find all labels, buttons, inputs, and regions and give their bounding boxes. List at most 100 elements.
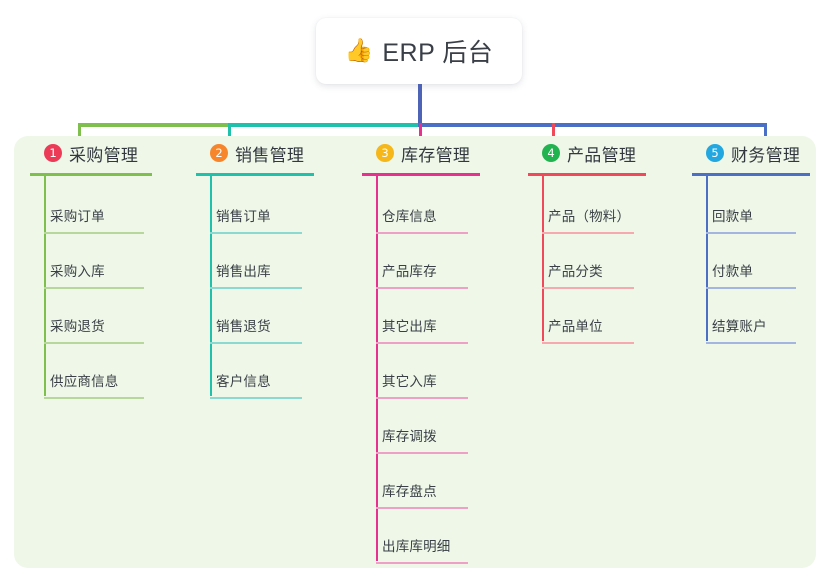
branch-item-label: 产品分类	[548, 264, 603, 279]
branch-item-list: 销售订单销售出库销售退货客户信息	[190, 176, 350, 399]
branch-item-rule	[542, 342, 634, 344]
branch-item-list: 回款单付款单结算账户	[686, 176, 826, 344]
root-trunk-connector	[418, 84, 422, 125]
branch-drop-connector-5	[764, 123, 767, 141]
branch-column-5: 5 财务管理回款单付款单结算账户	[686, 136, 826, 344]
branch-spine	[210, 176, 212, 396]
branch-drop-connector-1	[78, 123, 81, 141]
branch-item-list: 产品（物料） 产品分类产品单位	[522, 176, 682, 344]
branch-item-rule	[376, 397, 468, 399]
branch-item[interactable]: 出库库明细	[356, 509, 516, 564]
branch-item[interactable]: 产品单位	[522, 289, 682, 344]
branch-item[interactable]: 其它入库	[356, 344, 516, 399]
root-node-title: ERP 后台	[382, 39, 494, 67]
branch-item-rule	[542, 287, 634, 289]
branch-header-rule	[528, 173, 646, 176]
branch-spine	[542, 176, 544, 341]
branch-item-label: 客户信息	[216, 374, 271, 389]
branch-item[interactable]: 回款单	[686, 179, 826, 234]
branch-item-label: 其它出库	[382, 319, 437, 334]
branch-number-badge: 5	[706, 144, 724, 162]
branch-item-rule	[706, 287, 796, 289]
branch-title: 产品管理	[567, 145, 637, 165]
branch-item-rule	[210, 342, 302, 344]
branch-spine	[706, 176, 708, 341]
branch-item-label: 销售订单	[216, 209, 271, 224]
branch-item-rule	[44, 287, 144, 289]
thumbs-up-icon: 👍	[344, 36, 374, 63]
branch-item[interactable]: 结算账户	[686, 289, 826, 344]
branch-item[interactable]: 客户信息	[190, 344, 350, 399]
branch-item[interactable]: 采购订单	[24, 179, 184, 234]
branch-item-label: 产品（物料）	[548, 209, 631, 224]
branch-item[interactable]: 仓库信息	[356, 179, 516, 234]
branch-number-badge: 4	[542, 144, 560, 162]
branch-item[interactable]: 库存调拨	[356, 399, 516, 454]
branch-header-3[interactable]: 3 库存管理	[356, 136, 516, 170]
branch-column-3: 3 库存管理仓库信息产品库存其它出库其它入库库存调拨库存盘点出库库明细	[356, 136, 516, 564]
branch-item[interactable]: 销售退货	[190, 289, 350, 344]
branch-drop-connector-2	[228, 123, 231, 141]
branch-item[interactable]: 采购入库	[24, 234, 184, 289]
root-node-card[interactable]: 👍 ERP 后台	[316, 18, 522, 84]
branch-item-label: 产品单位	[548, 319, 603, 334]
branch-item-rule	[210, 232, 302, 234]
branch-item-list: 采购订单采购入库采购退货供应商信息	[24, 176, 184, 399]
branch-item-label: 产品库存	[382, 264, 437, 279]
branch-item[interactable]: 其它出库	[356, 289, 516, 344]
branch-item-label: 回款单	[712, 209, 754, 224]
branch-item-rule	[210, 397, 302, 399]
branch-column-4: 4 产品管理产品（物料） 产品分类产品单位	[522, 136, 682, 344]
branch-title: 库存管理	[401, 145, 471, 165]
branch-header-rule	[196, 173, 314, 176]
branch-item[interactable]: 供应商信息	[24, 344, 184, 399]
branch-item[interactable]: 产品库存	[356, 234, 516, 289]
branch-header-4[interactable]: 4 产品管理	[522, 136, 682, 170]
branch-item-rule	[376, 232, 468, 234]
branch-item-rule	[376, 452, 468, 454]
branch-item-rule	[706, 232, 796, 234]
branch-item-label: 供应商信息	[50, 374, 119, 389]
branch-item[interactable]: 付款单	[686, 234, 826, 289]
branch-item-label: 仓库信息	[382, 209, 437, 224]
branch-item-label: 采购订单	[50, 209, 105, 224]
bus-segment-2	[228, 123, 420, 127]
branch-header-rule	[692, 173, 810, 176]
branch-item-rule	[376, 507, 468, 509]
branch-spine	[376, 176, 378, 561]
branch-item-label: 库存盘点	[382, 484, 437, 499]
branch-title: 财务管理	[731, 145, 801, 165]
branch-item-rule	[376, 562, 468, 564]
branch-drop-connector-4	[552, 123, 555, 141]
branch-item-label: 采购入库	[50, 264, 105, 279]
branch-item-label: 付款单	[712, 264, 754, 279]
branch-item[interactable]: 产品（物料）	[522, 179, 682, 234]
branch-item[interactable]: 销售订单	[190, 179, 350, 234]
root-node-content: 👍 ERP 后台	[345, 33, 494, 69]
branch-item-label: 结算账户	[712, 319, 767, 334]
branch-item-label: 销售出库	[216, 264, 271, 279]
branch-item-rule	[376, 287, 468, 289]
branch-header-rule	[362, 173, 480, 176]
branch-item[interactable]: 采购退货	[24, 289, 184, 344]
branch-header-5[interactable]: 5 财务管理	[686, 136, 826, 170]
branch-item[interactable]: 产品分类	[522, 234, 682, 289]
branch-item-label: 销售退货	[216, 319, 271, 334]
branch-title: 销售管理	[235, 145, 305, 165]
branch-item-rule	[376, 342, 468, 344]
branch-item-rule	[542, 232, 634, 234]
branch-item-label: 库存调拨	[382, 429, 437, 444]
branch-drop-connector-3	[419, 123, 422, 141]
branch-item-rule	[44, 342, 144, 344]
branch-spine	[44, 176, 46, 396]
branch-item[interactable]: 销售出库	[190, 234, 350, 289]
branch-number-badge: 3	[376, 144, 394, 162]
branch-item-list: 仓库信息产品库存其它出库其它入库库存调拨库存盘点出库库明细	[356, 176, 516, 564]
branch-item-rule	[44, 397, 144, 399]
branch-title: 采购管理	[69, 145, 139, 165]
branch-item[interactable]: 库存盘点	[356, 454, 516, 509]
